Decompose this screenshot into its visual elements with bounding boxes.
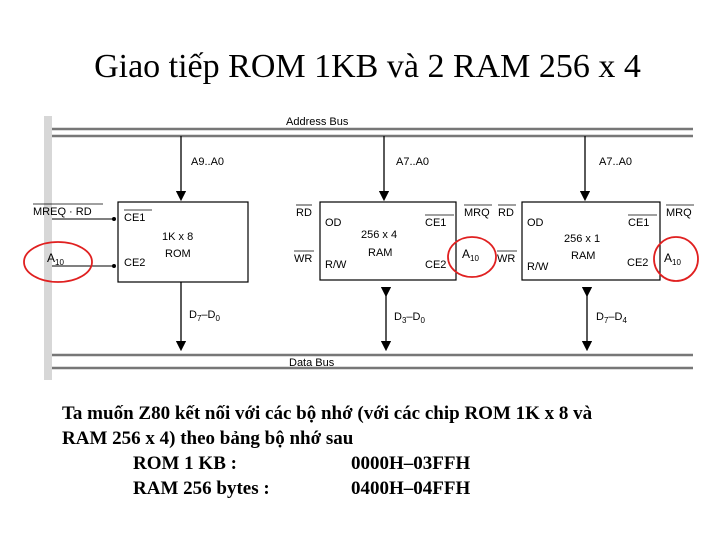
- rom-a10-signal: A10: [47, 251, 64, 267]
- ram1-od-pin: OD: [325, 217, 342, 229]
- memory-interface-diagram: Address Bus Data Bus A9..A0 A7..A0 A7..A…: [23, 116, 699, 380]
- ram2-ce2-pin: CE2: [627, 257, 648, 269]
- problem-line-2: RAM 256 x 4) theo bảng bộ nhớ sau: [62, 428, 354, 449]
- ram1-mrq-signal: MRQ: [464, 207, 490, 219]
- ram1-a10-signal: A10: [462, 247, 479, 263]
- left-margin-strip: [44, 116, 52, 380]
- ram2-od-pin: OD: [527, 217, 544, 229]
- ram2-name: RAM: [571, 250, 595, 262]
- problem-line-1: Ta muốn Z80 kết nối với các bộ nhớ (với …: [62, 403, 593, 424]
- data-bus: Data Bus: [44, 353, 693, 370]
- address-bus: Address Bus: [44, 116, 693, 138]
- ram1-a10-highlight: [447, 236, 497, 278]
- memory-name: RAM 256 bytes :: [133, 478, 270, 499]
- address-bus-label: Address Bus: [286, 116, 349, 128]
- rom-a10-highlight: [23, 241, 93, 283]
- rom-chip: CE1 CE2 1K x 8 ROM: [117, 201, 249, 283]
- memory-name: ROM 1 KB :: [133, 453, 237, 474]
- rom-name: ROM: [165, 248, 191, 260]
- rom-address-label: A9..A0: [191, 156, 224, 168]
- ram2-size: 256 x 1: [564, 233, 600, 245]
- ram2-ce1-pin: CE1: [628, 217, 649, 229]
- rom-size: 1K x 8: [162, 231, 193, 243]
- ram2-data-label: D7–D4: [596, 311, 627, 325]
- page-title: Giao tiếp ROM 1KB và 2 RAM 256 x 4: [94, 48, 641, 85]
- ram1-rw-pin: R/W: [325, 259, 347, 271]
- memory-map-row: RAM 256 bytes : 0400H–04FFH: [62, 476, 592, 501]
- ram1-name: RAM: [368, 247, 392, 259]
- ram2-a10-signal: A10: [664, 251, 681, 267]
- rom-data-label: D7–D0: [189, 309, 220, 323]
- ram2-chip: OD CE1 256 x 1 RAM R/W CE2: [521, 201, 661, 281]
- problem-text: Ta muốn Z80 kết nối với các bộ nhớ (với …: [62, 401, 592, 501]
- ram1-chip: OD CE1 256 x 4 RAM R/W CE2: [319, 201, 457, 281]
- ram2-a10-highlight: [653, 236, 699, 282]
- ram2-rw-pin: R/W: [527, 261, 549, 273]
- address-arrows: [175, 136, 591, 202]
- data-bus-label: Data Bus: [289, 357, 335, 369]
- memory-range: 0400H–04FFH: [351, 478, 471, 499]
- ram1-ce1-pin: CE1: [425, 217, 446, 229]
- rom-ce1-pin: CE1: [124, 212, 145, 224]
- ram2-rd-signal: RD: [498, 207, 514, 219]
- ram1-ce2-pin: CE2: [425, 259, 446, 271]
- ram1-data-label: D3–D0: [394, 311, 425, 325]
- ram1-size: 256 x 4: [361, 229, 397, 241]
- ram2-wr-signal: WR: [497, 253, 515, 265]
- ram2-address-label: A7..A0: [599, 156, 632, 168]
- rom-mreq-rd-signal: MREQ · RD: [33, 206, 92, 218]
- rom-ce2-pin: CE2: [124, 257, 145, 269]
- ram1-rd-signal: RD: [296, 207, 312, 219]
- memory-range: 0000H–03FFH: [351, 453, 471, 474]
- ram1-address-label: A7..A0: [396, 156, 429, 168]
- ram1-wr-signal: WR: [294, 253, 312, 265]
- ram2-mrq-signal: MRQ: [666, 207, 692, 219]
- memory-map-row: ROM 1 KB : 0000H–03FFH: [62, 451, 592, 476]
